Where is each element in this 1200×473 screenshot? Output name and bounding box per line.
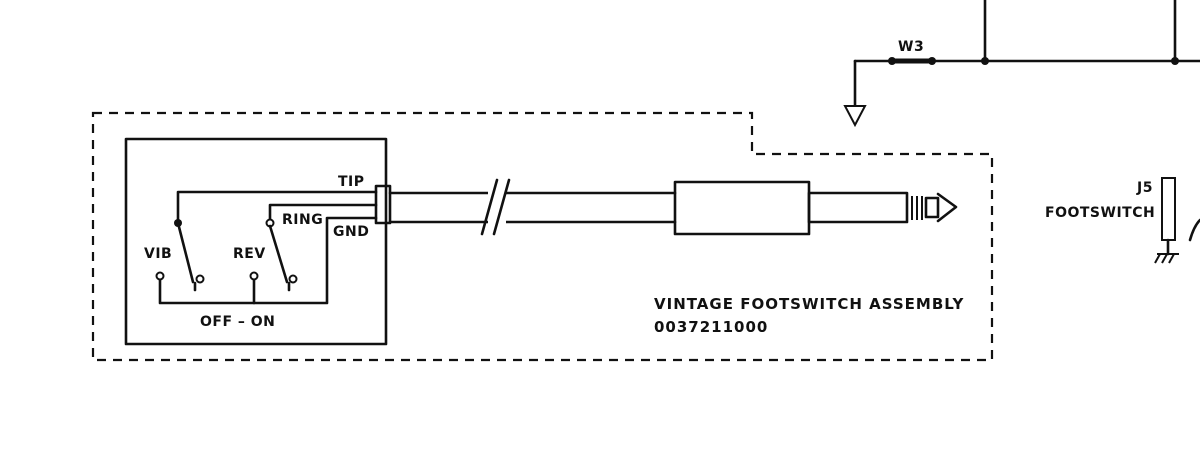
rev-label: REV: [233, 246, 266, 262]
w3-label: W3: [898, 39, 924, 55]
vib-common-terminal: [155, 271, 165, 281]
vib-label: VIB: [144, 246, 172, 262]
footswitch-label: FOOTSWITCH: [1045, 205, 1155, 221]
junction-dot: [981, 57, 989, 65]
plug-tip: [936, 192, 958, 223]
j5-label: J5: [1136, 180, 1153, 196]
plug-body: [673, 180, 811, 236]
rev-switch-contact: [288, 274, 298, 284]
gnd-label: GND: [333, 224, 369, 240]
plug-shaft: [807, 191, 909, 224]
w3-circuit: W3: [843, 0, 1200, 128]
cable-and-plug: [374, 178, 958, 236]
assembly-boundary: [91, 111, 994, 362]
ground-triangle-icon: [843, 105, 867, 128]
switch-wiring: [155, 190, 378, 305]
assembly-part-number: 0037211000: [654, 318, 768, 336]
ring-label: RING: [282, 212, 323, 228]
off-on-label: OFF – ON: [200, 314, 275, 330]
assembly-title: VINTAGE FOOTSWITCH ASSEMBLY: [654, 295, 964, 313]
tip-label: TIP: [338, 174, 365, 190]
rev-common-terminal: [249, 271, 259, 281]
j5-jack: J5 FOOTSWITCH: [1045, 177, 1200, 264]
vib-switch-contact: [195, 274, 205, 284]
footswitch-box: [124, 137, 388, 346]
junction-dot: [1171, 57, 1179, 65]
